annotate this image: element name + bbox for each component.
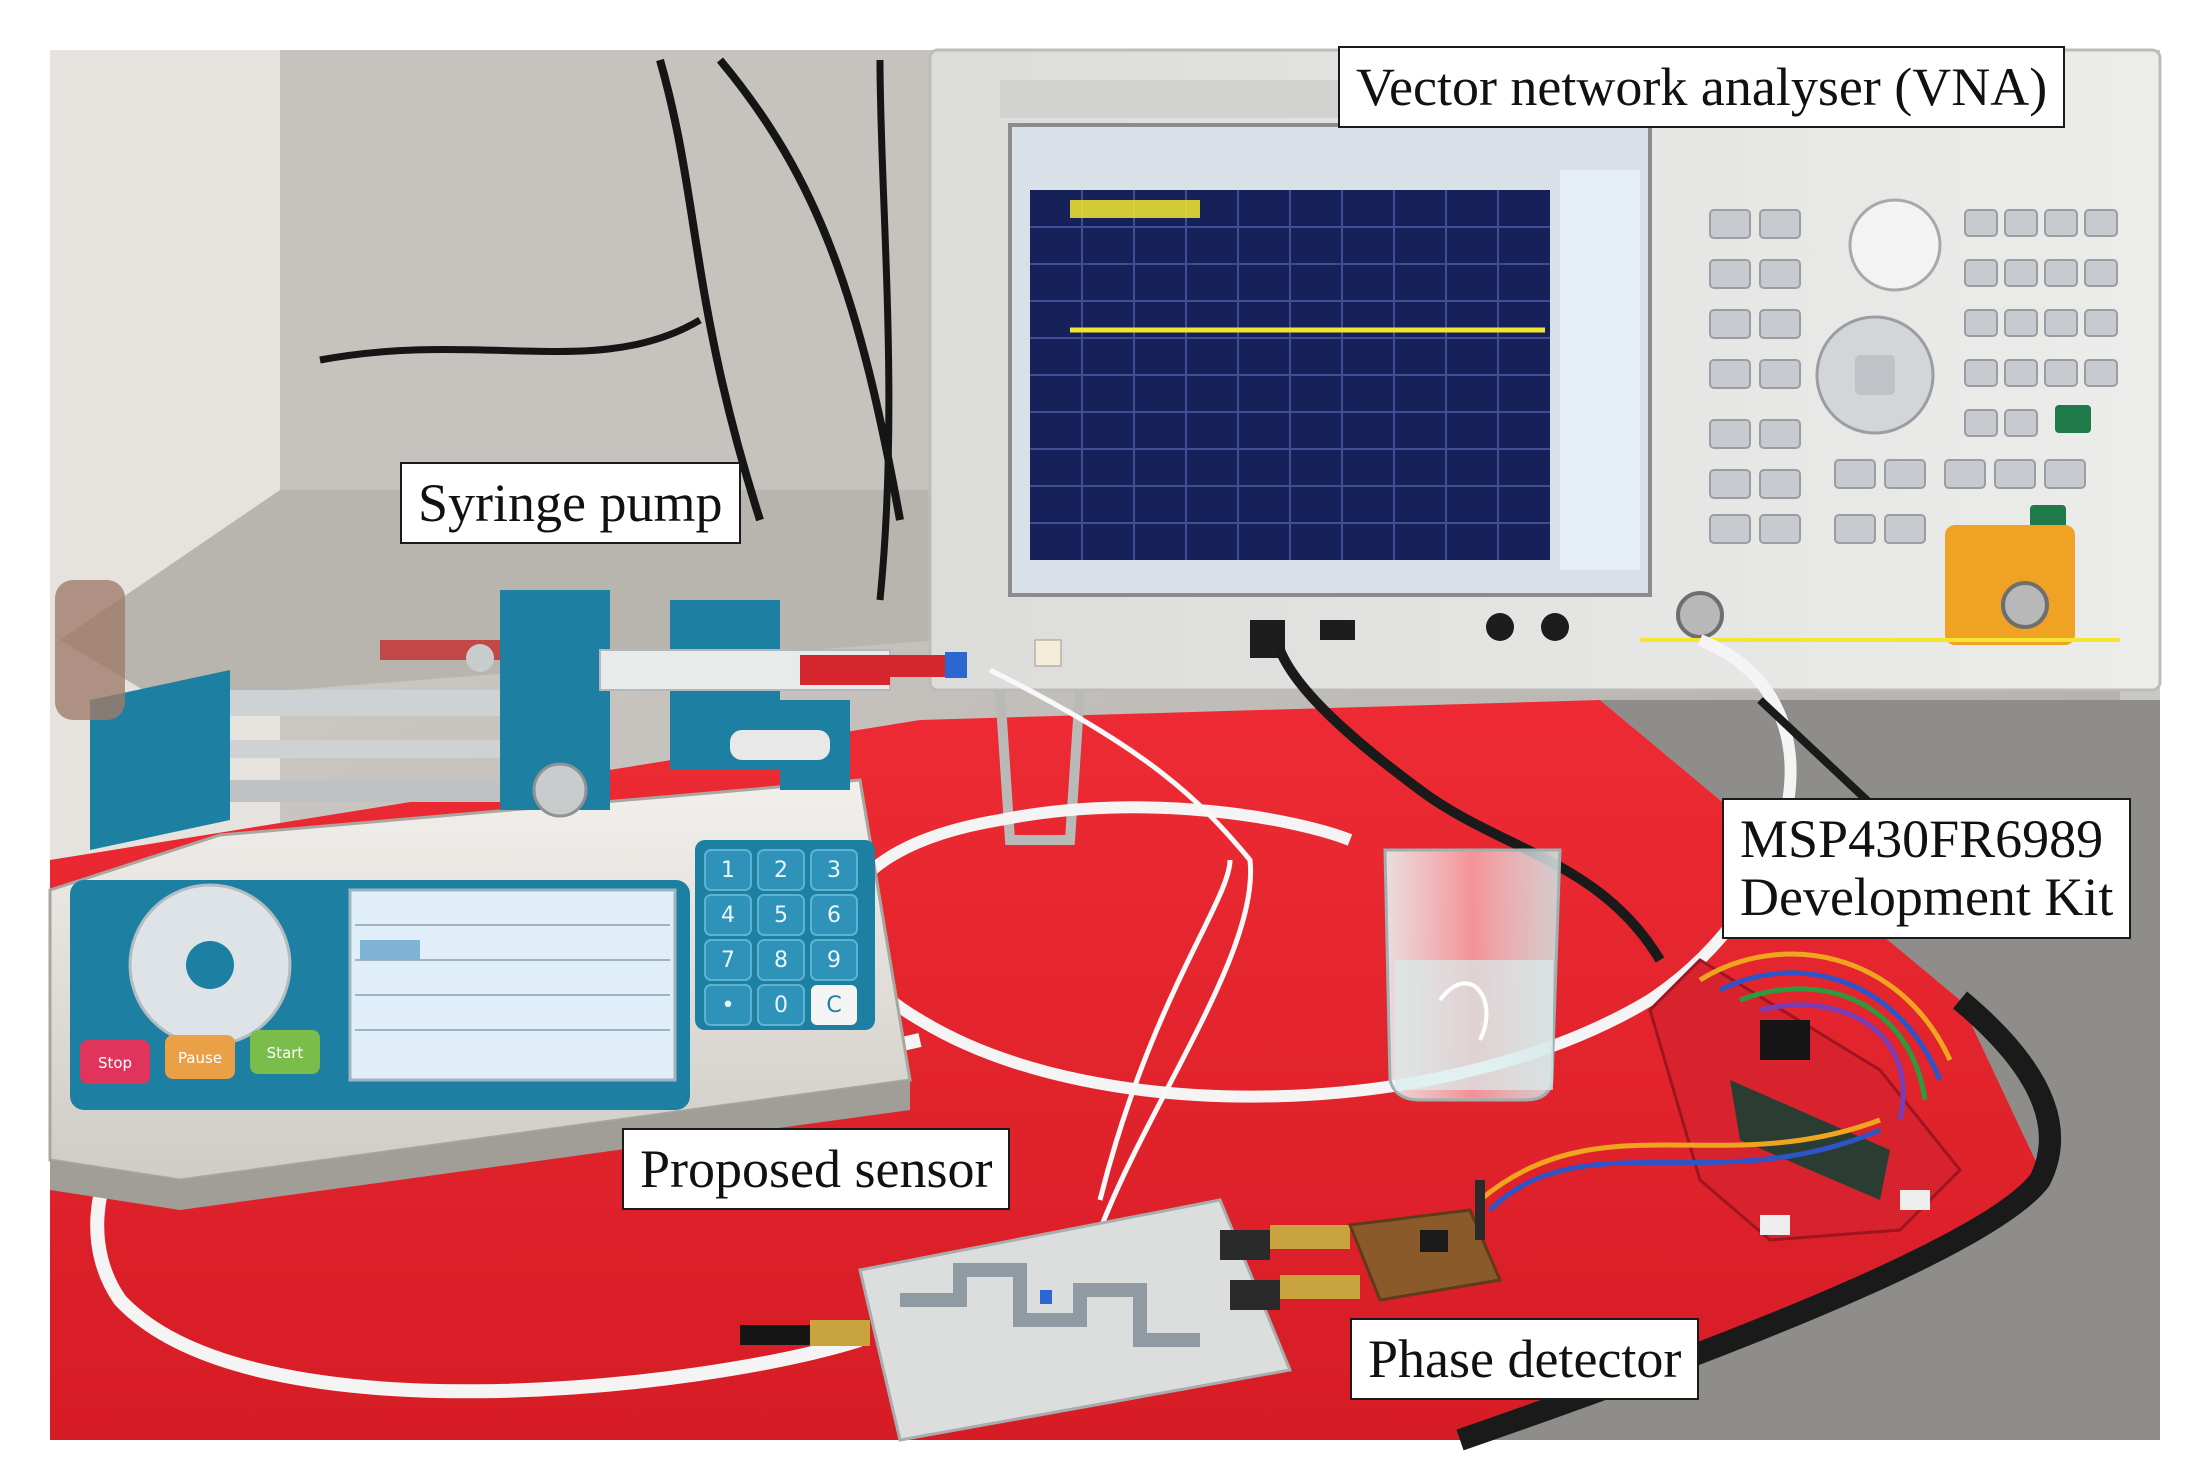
pump-key-label: 1 (721, 858, 735, 883)
pump-key-label: 5 (774, 903, 788, 928)
label-syringe-pump-text: Syringe pump (418, 473, 723, 533)
sma-connector (810, 1320, 870, 1346)
black-cable (319, 316, 702, 364)
pump-key-label: C (826, 993, 841, 1018)
label-vna: Vector network analyser (VNA) (1338, 46, 2066, 129)
vna-rotary-knob (1848, 198, 1942, 292)
tubing (1097, 859, 1233, 1201)
pump-stop-button (80, 1040, 150, 1084)
label-proposed-sensor: Proposed sensor (622, 1128, 1011, 1211)
black-cable (656, 58, 764, 522)
vna-port-2 (2001, 581, 2049, 629)
vna-green-key (2055, 405, 2091, 433)
pump-start-button (250, 1030, 320, 1074)
tubing (988, 667, 1254, 1231)
vector-network-analyser (928, 48, 2162, 845)
vna-brand-strip (1000, 80, 1360, 118)
sensor-trace (900, 1263, 1200, 1347)
label-phase-detector-text: Phase detector (1368, 1329, 1682, 1389)
msp430-development-kit (1478, 951, 1963, 1242)
label-msp430-dev-kit: MSP430FR6989 Development Kit (1722, 798, 2132, 939)
pump-end-block (90, 670, 230, 850)
vna-grid (1030, 190, 1550, 560)
pump-key-label: 8 (774, 948, 788, 973)
label-syringe-pump: Syringe pump (400, 462, 741, 545)
glass-beaker (1383, 848, 1562, 1102)
pump-key-label: 6 (827, 903, 841, 928)
pump-key-label: 7 (721, 948, 735, 973)
pump-button-label: Stop (98, 1054, 132, 1072)
pump-key-label: 3 (827, 858, 841, 883)
pump-key-label: • (722, 993, 735, 1018)
syringe-pump (48, 580, 967, 1210)
vna-softkey-panel (1560, 170, 1640, 570)
vna-warning-label (1945, 525, 2075, 645)
label-vna-text: Vector network analyser (VNA) (1356, 57, 2048, 117)
usb-cable (1275, 648, 1665, 963)
pump-enter-button (186, 941, 234, 989)
label-msp430-line1: MSP430FR6989 (1740, 809, 2104, 869)
label-proposed-sensor-text: Proposed sensor (640, 1139, 993, 1199)
phase-detector-board (1347, 1208, 1503, 1302)
label-msp430-line2: Development Kit (1740, 867, 2114, 928)
pump-key-label: 9 (827, 948, 841, 973)
black-cable (716, 57, 904, 521)
vna-stand (995, 689, 1085, 845)
vna-port-1 (1676, 591, 1724, 639)
vna-trace-label (1070, 200, 1200, 218)
phase-detector (1270, 1180, 1503, 1302)
pump-button-label: Pause (178, 1049, 222, 1067)
pump-keypad-labels: 1 2 3 4 5 6 7 8 9 • 0 C Stop Pause Start (98, 858, 842, 1072)
pump-key-label: 2 (774, 858, 788, 883)
pump-pause-button (165, 1035, 235, 1079)
vna-keypad (1709, 209, 2118, 544)
pump-key-label: 0 (774, 993, 788, 1018)
black-cable (876, 59, 893, 601)
pump-button-label: Start (267, 1044, 304, 1062)
pump-control-buttons (80, 1030, 320, 1084)
label-phase-detector: Phase detector (1350, 1318, 1700, 1401)
back-wall (280, 50, 940, 490)
proposed-sensor (740, 1198, 1293, 1442)
pump-key-label: 4 (721, 903, 735, 928)
dev-kit-chip (1760, 1020, 1810, 1060)
pump-lcd-screen (348, 888, 677, 1082)
vna-power-button (1034, 639, 1062, 667)
